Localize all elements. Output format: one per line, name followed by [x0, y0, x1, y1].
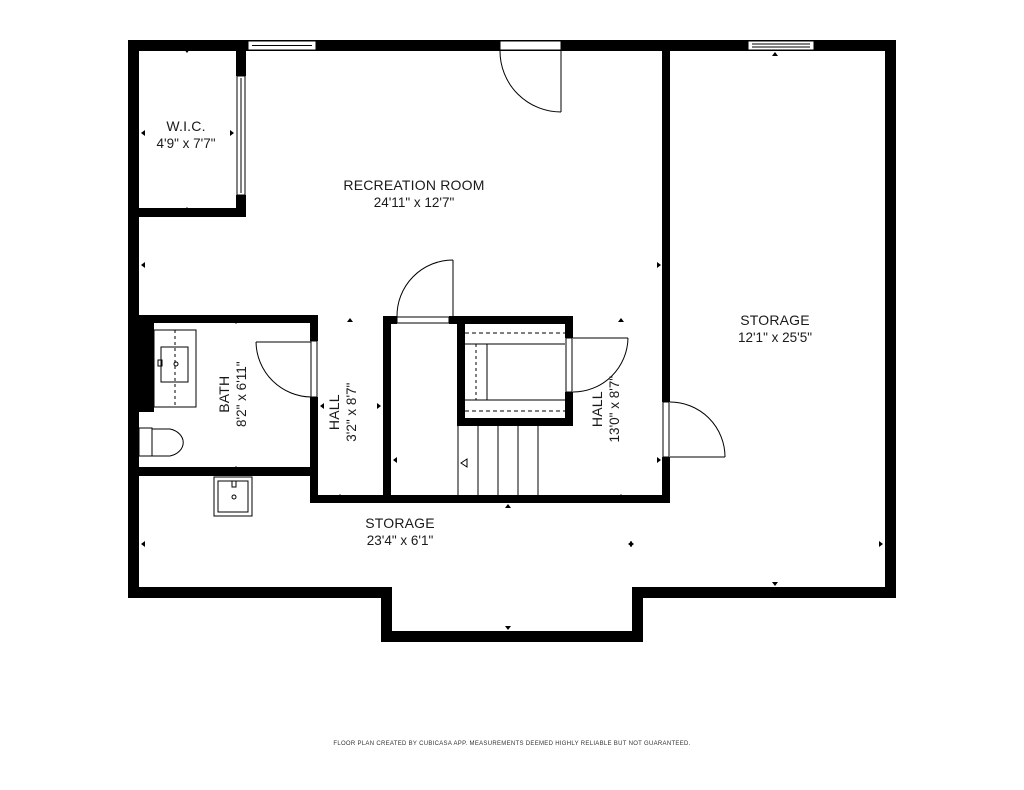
room-dimensions: 13'0" x 8'7" [606, 375, 622, 443]
room-dimensions: 4'9" x 7'7" [156, 135, 216, 151]
room-name: STORAGE [365, 515, 435, 531]
room-label-bath: BATH 8'2" x 6'11" [216, 344, 250, 444]
room-label-wic: W.I.C. 4'9" x 7'7" [136, 118, 236, 152]
disclaimer-footer: FLOOR PLAN CREATED BY CUBICASA APP. MEAS… [333, 741, 691, 747]
room-name: BATH [215, 375, 232, 413]
bath-fixtures [138, 329, 253, 517]
room-dimensions: 3'2" x 8'7" [343, 382, 359, 442]
stairs [457, 426, 539, 495]
interior-walls [128, 40, 670, 503]
room-dimensions: 8'2" x 6'11" [233, 361, 249, 427]
room-label-hall-left: HALL 3'2" x 8'7" [326, 362, 360, 462]
room-name: RECREATION ROOM [343, 177, 485, 193]
windows [236, 40, 815, 196]
room-dimensions: 23'4" x 6'1" [366, 532, 434, 548]
room-label-recreation-room: RECREATION ROOM 24'11" x 12'7" [314, 177, 514, 211]
room-dimensions: 24'11" x 12'7" [373, 194, 455, 210]
room-label-storage-bottom: STORAGE 23'4" x 6'1" [350, 515, 450, 549]
room-name: HALL [325, 394, 342, 431]
doors [255, 40, 726, 458]
room-label-hall-right: HALL 13'0" x 8'7" [589, 359, 623, 459]
room-name: STORAGE [740, 312, 810, 328]
measurement-markers [141, 49, 883, 630]
closet-shelving [465, 332, 565, 412]
room-name: HALL [588, 391, 605, 428]
room-dimensions: 12'1" x 25'5" [737, 329, 813, 345]
room-label-storage-right: STORAGE 12'1" x 25'5" [700, 312, 850, 346]
room-name: W.I.C. [166, 118, 206, 134]
